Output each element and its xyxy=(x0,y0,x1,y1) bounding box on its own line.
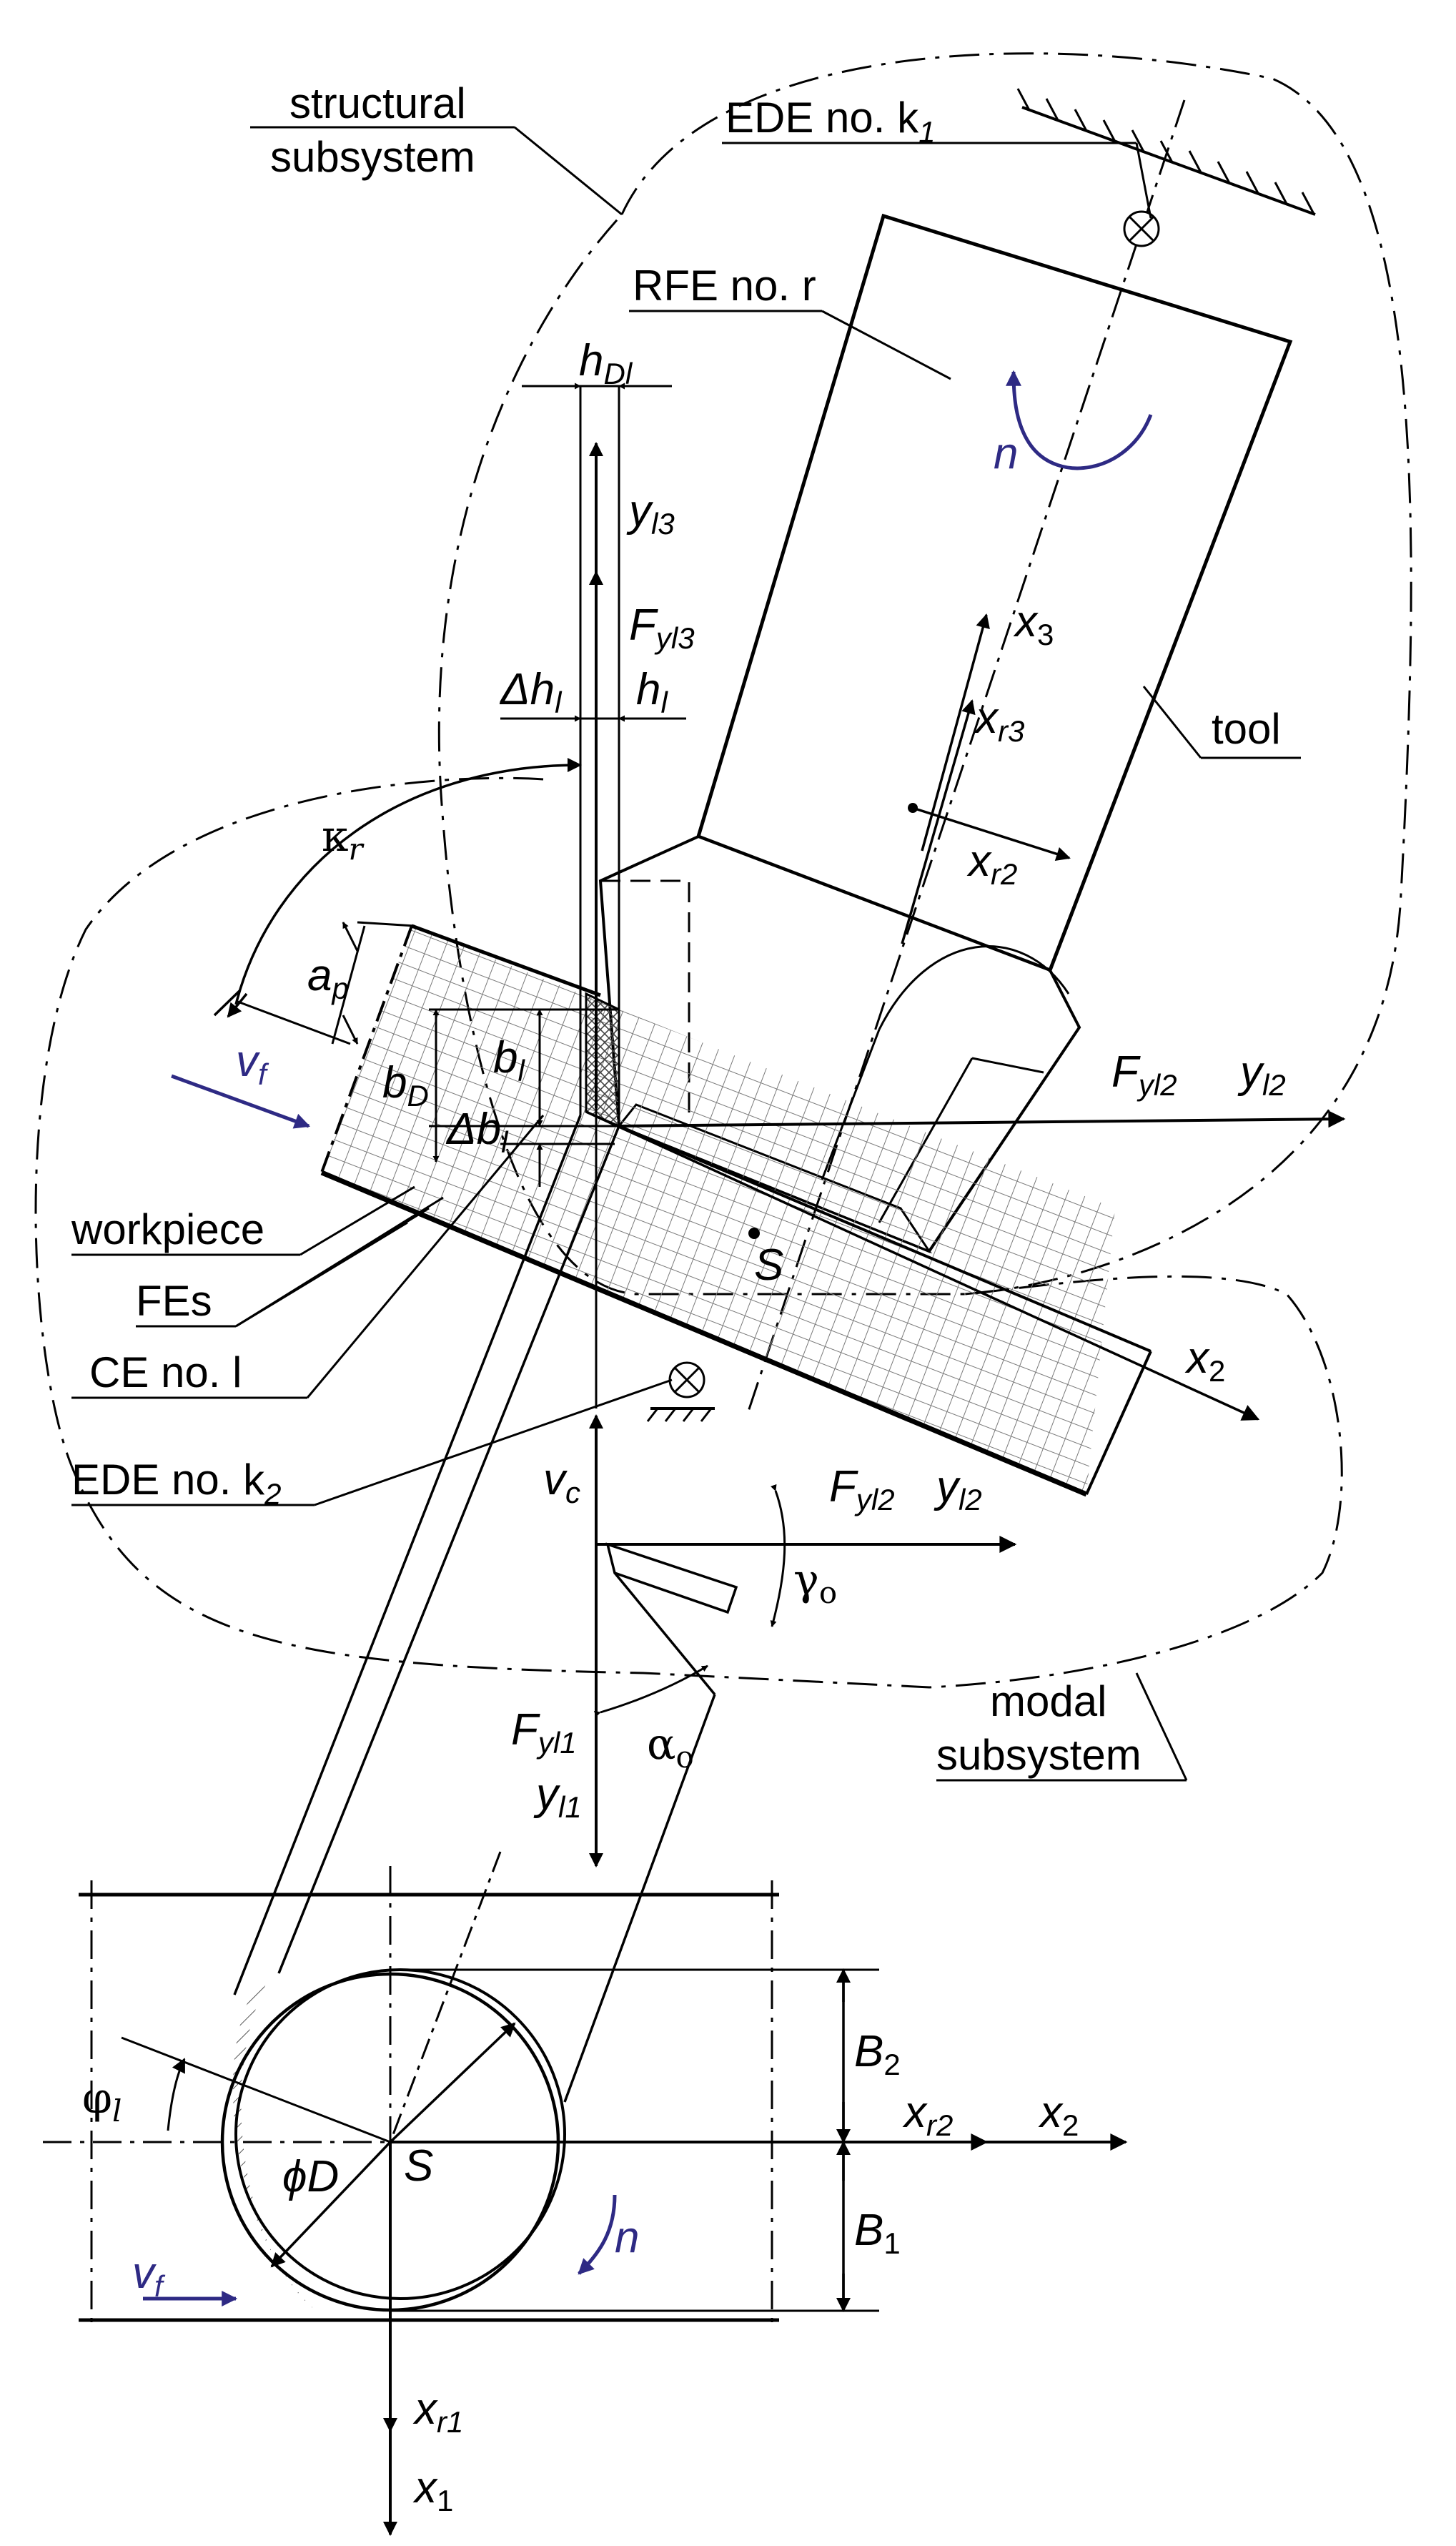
symbol-xr2-top: xr2 xyxy=(966,837,1017,891)
symbol-xr2-bottom: xr2 xyxy=(902,2088,953,2142)
symbol-x2-bottom: x2 xyxy=(1038,2088,1079,2142)
ede-k1-support xyxy=(1016,88,1316,247)
symbol-xr3: xr3 xyxy=(974,694,1024,748)
symbol-fyl3: Fyl3 xyxy=(629,601,695,655)
symbol-b2: B2 xyxy=(854,2027,901,2081)
label-fes: FEs xyxy=(136,1277,212,1325)
label-structural-subsystem: subsystem xyxy=(270,133,475,181)
alpha-o-arc xyxy=(593,1664,708,1717)
symbol-hl: hl xyxy=(636,665,668,719)
symbol-s-top: S xyxy=(754,1240,783,1290)
workpiece xyxy=(320,924,1152,1497)
symbol-delta-hl: Δhl xyxy=(499,665,563,719)
symbol-phi-l: φl xyxy=(82,2073,122,2128)
tool-tip-insert xyxy=(605,1542,738,1614)
structural-subsystem-boundary xyxy=(437,52,1412,1296)
symbol-fyl1: Fyl1 xyxy=(511,1705,577,1760)
symbol-ap: ap xyxy=(307,951,349,1005)
cutter-rotation-arrow xyxy=(578,2194,617,2275)
symbol-xr1: xr1 xyxy=(412,2384,463,2439)
symbol-hdl: hDl xyxy=(579,336,633,390)
symbol-n-bottom: n xyxy=(615,2213,639,2262)
tool-rotation-arrow xyxy=(1006,370,1153,470)
symbol-bl: bl xyxy=(493,1033,525,1087)
xr2-tool-arrow xyxy=(912,806,1071,862)
label-structural: structural xyxy=(289,79,466,127)
xr3-axis-arrow xyxy=(901,699,976,944)
symbol-yl2-top: yl2 xyxy=(1237,1047,1286,1102)
ede-k2-support xyxy=(646,1361,715,1422)
symbol-vf-bottom: vf xyxy=(132,2249,166,2303)
symbol-alpha-o: αo xyxy=(647,1719,694,1775)
chip-element xyxy=(585,992,620,1128)
symbol-x2-mid: x2 xyxy=(1184,1333,1225,1388)
label-modal: modal xyxy=(990,1677,1106,1725)
gamma-o-arc xyxy=(770,1484,786,1627)
yl2-axis-arrow xyxy=(618,1110,1346,1128)
label-ce: CE no. l xyxy=(89,1348,242,1396)
label-ede-k1: EDE no. k1 xyxy=(725,94,935,149)
symbol-n-top: n xyxy=(994,429,1018,478)
symbol-yl2-mid: yl2 xyxy=(933,1462,982,1516)
label-tool: tool xyxy=(1212,705,1281,753)
symbol-phi-d: ϕD xyxy=(282,2152,339,2201)
symbol-x1: x1 xyxy=(412,2463,453,2517)
symbol-b1: B1 xyxy=(854,2206,901,2260)
symbol-s-bottom: S xyxy=(404,2141,433,2191)
x2-workpiece-axis xyxy=(585,1110,1260,1421)
symbol-yl3: yl3 xyxy=(626,486,675,541)
label-rfe: RFE no. r xyxy=(633,262,816,310)
symbol-x3: x3 xyxy=(1013,597,1054,651)
symbol-gamma-o: γo xyxy=(793,1555,837,1610)
symbol-vf-top: vf xyxy=(236,1037,269,1091)
label-workpiece: workpiece xyxy=(71,1205,264,1253)
symbol-fyl2-top: Fyl2 xyxy=(1111,1047,1177,1102)
x3-axis-arrow xyxy=(921,613,990,852)
workpiece-plan-view xyxy=(79,1880,779,2331)
symbol-yl1: yl1 xyxy=(533,1770,582,1824)
symbol-vc: vc xyxy=(543,1455,580,1509)
label-ede-k2: EDE no. k2 xyxy=(71,1456,281,1511)
symbol-kappa-r: κr xyxy=(322,811,365,867)
vf-top-arrow xyxy=(171,1074,311,1129)
modal-subsystem-boundary xyxy=(34,776,1343,1689)
kappa-r-arc xyxy=(234,758,582,1005)
symbol-fyl2-mid: Fyl2 xyxy=(829,1462,895,1516)
label-modal-subsystem: subsystem xyxy=(936,1731,1141,1779)
symbol-delta-bl: Δbl xyxy=(445,1105,509,1159)
symbol-bd: bD xyxy=(382,1058,429,1112)
phi-l-arc xyxy=(167,2058,186,2131)
